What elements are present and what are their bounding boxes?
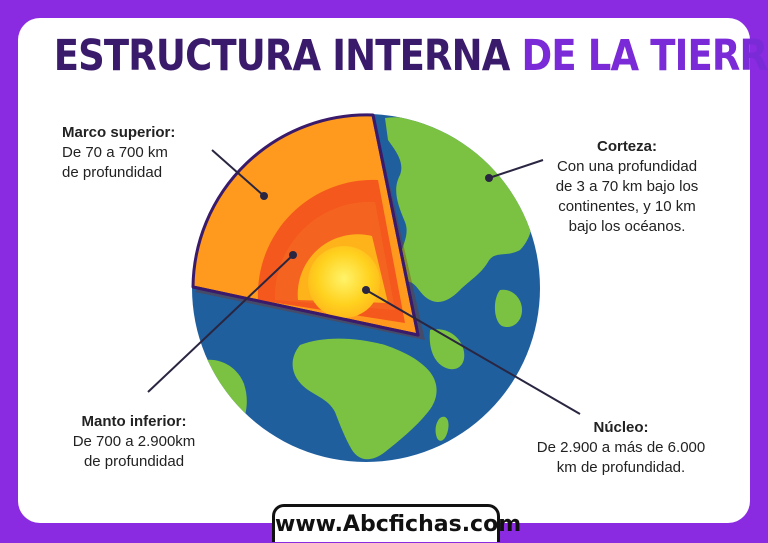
- marco-superior-line-2: de profundidad: [62, 164, 163, 181]
- leader-nucleo: [365, 289, 581, 415]
- corteza-line-1: Con una profundidad: [556, 158, 698, 175]
- dot-marco-superior: [260, 192, 268, 200]
- leader-lines: [147, 149, 581, 415]
- label-nucleo: Núcleo: De 2.900 a más de 6.000 km de pr…: [525, 418, 717, 478]
- marco-superior-heading: Marco superior:: [62, 124, 176, 141]
- dot-nucleo: [362, 286, 370, 294]
- manto-inferior-line-1: De 700 a 2.900km: [72, 433, 196, 450]
- cutaway-edge: [192, 114, 420, 337]
- nucleo-line-2: km de profundidad.: [556, 459, 686, 476]
- nucleo-heading: Núcleo:: [593, 419, 649, 436]
- continent-arabia: [429, 329, 465, 370]
- corteza-line-2: de 3 a 70 km bajo los: [555, 178, 699, 195]
- manto-inferior-line-2: de profundidad: [83, 453, 185, 470]
- title-part-2: DE LA TIERRA: [521, 31, 768, 81]
- inner-core: [308, 246, 380, 318]
- leader-manto-inferior: [147, 254, 294, 393]
- corteza-line-4: bajo los océanos.: [568, 218, 686, 235]
- dot-manto-inferior: [289, 251, 297, 259]
- dot-corteza: [485, 174, 493, 182]
- continent-africa: [292, 338, 437, 460]
- page-title: ESTRUCTURA INTERNA DE LA TIERRA: [53, 30, 768, 82]
- title-part-1: ESTRUCTURA INTERNA: [53, 31, 522, 81]
- corteza-line-3: continentes, y 10 km: [558, 198, 696, 215]
- continent-southeast-asia: [494, 289, 522, 328]
- label-manto-inferior: Manto inferior: De 700 a 2.900km de prof…: [64, 412, 204, 472]
- corteza-heading: Corteza:: [596, 138, 657, 155]
- manto-inferior-heading: Manto inferior:: [81, 413, 187, 430]
- leader-corteza: [488, 159, 544, 179]
- footer-url-tab: www.Abcfichas.com: [272, 504, 521, 542]
- label-marco-superior: Marco superior: De 70 a 700 km de profun…: [62, 123, 175, 183]
- label-corteza: Corteza: Con una profundidad de 3 a 70 k…: [538, 137, 716, 237]
- continent-madagascar: [435, 416, 449, 441]
- nucleo-line-1: De 2.900 a más de 6.000: [536, 439, 706, 456]
- leader-dots: [260, 174, 493, 294]
- footer-url[interactable]: www.Abcfichas.com: [275, 512, 522, 537]
- leader-marco-superior: [211, 149, 265, 197]
- marco-superior-line-1: De 70 a 700 km: [62, 144, 168, 161]
